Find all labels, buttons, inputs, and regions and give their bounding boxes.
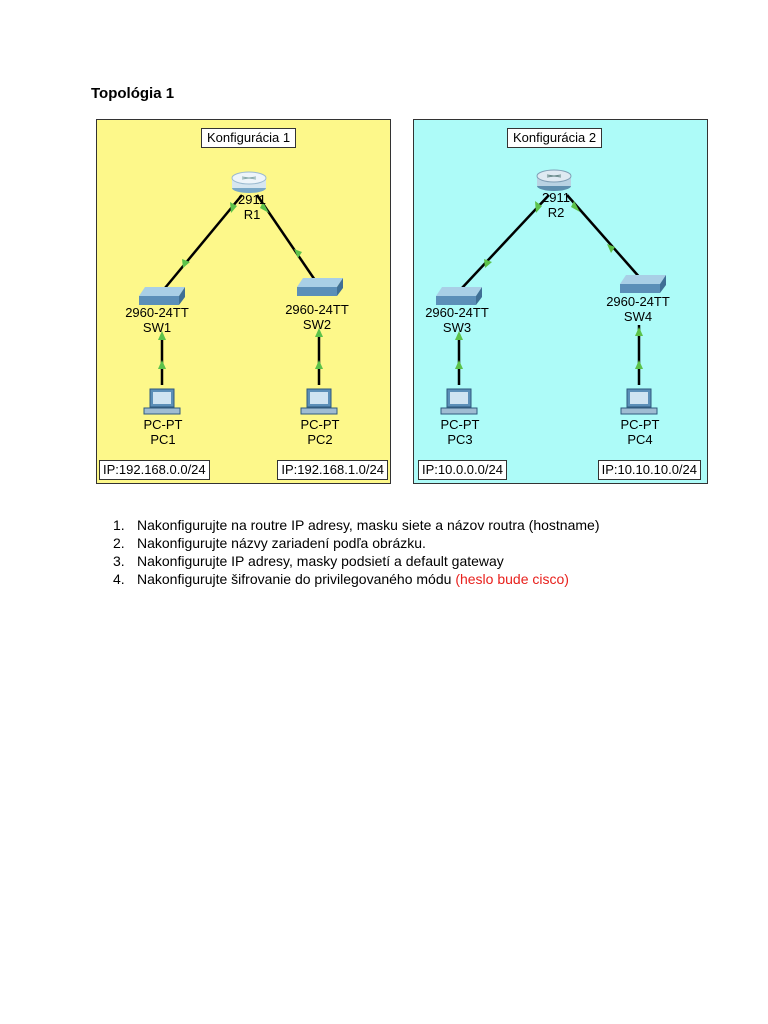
task-item: 2. Nakonfigurujte názvy zariadení podľa o… [113, 534, 600, 552]
pc-label: PC-PT PC2 [301, 417, 340, 447]
task-text: Nakonfigurujte na routre IP adresy, mask… [137, 517, 600, 533]
topology-diagram-1 [139, 171, 343, 415]
pc-name: PC3 [447, 432, 473, 447]
task-item: 3. Nakonfigurujte IP adresy, masky podsie… [113, 552, 600, 570]
task-text: Nakonfigurujte IP adresy, masky podsietí… [137, 553, 504, 569]
switch-model: 2960-24TT [285, 302, 349, 317]
task-text: Nakonfigurujte šifrovanie do privilegova… [137, 571, 456, 587]
pc-icon [300, 388, 338, 415]
switch-name: SW4 [623, 309, 653, 324]
task-list: 1. Nakonfigurujte na routre IP adresy, ma… [113, 516, 600, 588]
switch-name: SW1 [142, 320, 172, 335]
ip-label: IP:192.168.0.0/24 [99, 460, 210, 480]
task-number: 1. [113, 517, 125, 533]
page-heading: Topológia 1 [91, 85, 175, 102]
topology-diagram-2 [436, 169, 666, 415]
switch-icon [620, 275, 666, 293]
router-name: R1 [243, 207, 261, 222]
switch-name: SW3 [442, 320, 472, 335]
topology-panel-2: Konfigurácia 2 2911 R2 2960-24TT SW3 296… [413, 119, 708, 484]
switch-model: 2960-24TT [125, 305, 189, 320]
ip-label: IP:10.0.0.0/24 [418, 460, 507, 480]
switch-name: SW2 [302, 317, 332, 332]
task-number: 4. [113, 571, 125, 587]
pc-model: PC-PT [143, 417, 183, 432]
switch-icon [297, 278, 343, 296]
panel-title: Konfigurácia 2 [507, 128, 603, 148]
pc-icon [620, 388, 658, 415]
pc-icon [440, 388, 478, 415]
ip-label: IP:10.10.10.0/24 [597, 460, 701, 480]
router-name: R2 [547, 205, 565, 220]
ip-label: IP:192.168.1.0/24 [277, 460, 388, 480]
pc-label: PC-PT PC3 [441, 417, 480, 447]
pc-name: PC2 [307, 432, 333, 447]
pc-model: PC-PT [440, 417, 480, 432]
task-highlight: (heslo bude cisco) [455, 571, 569, 587]
router-label: 2911 R1 [238, 192, 266, 222]
router-label: 2911 R2 [542, 190, 570, 220]
pc-icon [143, 388, 181, 415]
router-icon [536, 169, 572, 191]
router-model: 2911 [238, 192, 266, 207]
pc-model: PC-PT [620, 417, 660, 432]
switch-label: 2960-24TT SW3 [425, 305, 489, 335]
switch-model: 2960-24TT [606, 294, 670, 309]
pc-label: PC-PT PC4 [621, 417, 660, 447]
switch-label: 2960-24TT SW4 [606, 294, 670, 324]
task-item: 1. Nakonfigurujte na routre IP adresy, ma… [113, 516, 600, 534]
pc-label: PC-PT PC1 [144, 417, 183, 447]
panel-title: Konfigurácia 1 [201, 128, 297, 148]
pc-name: PC4 [627, 432, 653, 447]
pc-model: PC-PT [300, 417, 340, 432]
switch-icon [139, 287, 185, 305]
switch-label: 2960-24TT SW1 [125, 305, 189, 335]
router-icon [231, 171, 267, 193]
task-number: 3. [113, 553, 125, 569]
router-model: 2911 [542, 190, 570, 205]
task-text: Nakonfigurujte názvy zariadení podľa obr… [137, 535, 426, 551]
switch-icon [436, 287, 482, 305]
task-item: 4. Nakonfigurujte šifrovanie do privilego… [113, 570, 600, 588]
topology-panel-1: Konfigurácia 1 2911 R1 2960-24TT SW1 296… [96, 119, 391, 484]
task-number: 2. [113, 535, 125, 551]
pc-name: PC1 [150, 432, 176, 447]
switch-model: 2960-24TT [425, 305, 489, 320]
switch-label: 2960-24TT SW2 [285, 302, 349, 332]
